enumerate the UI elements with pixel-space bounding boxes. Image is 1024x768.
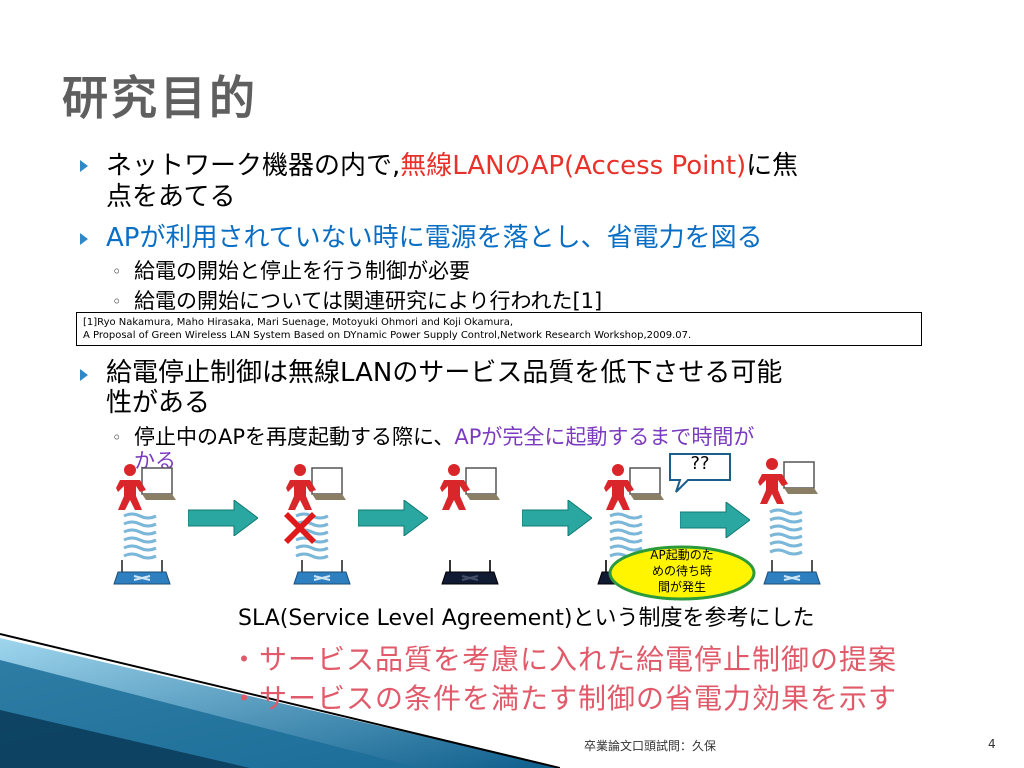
bullet-arrow-icon [80, 160, 88, 172]
proposal-2: ・サービスの条件を満たす制御の省電力効果を示す [230, 682, 898, 715]
callout-line-1: AP起動のた [650, 548, 714, 562]
bullet-2: APが利用されていない時に電源を落とし、省電力を図る [106, 223, 763, 253]
user-icon [758, 456, 818, 506]
access-point-off-icon [440, 558, 500, 588]
reference-line-2: A Proposal of Green Wireless LAN System … [83, 330, 692, 341]
ring-bullet-icon: ◦ [112, 292, 122, 311]
sub-bullet-3: 停止中のAPを再度起動する際に、APが完全に起動するまで時間が [134, 424, 954, 450]
speech-bubble-text: ?? [690, 453, 710, 474]
page-number: 4 [988, 737, 996, 751]
arrow-right-icon [680, 502, 750, 538]
bullet-arrow-icon [80, 233, 88, 245]
decorative-swoosh [0, 633, 560, 768]
bullet-arrow-icon [80, 369, 88, 381]
wait-time-callout: AP起動のた めの待ち時 間が発生 [607, 545, 757, 601]
cross-icon [284, 512, 316, 544]
bullet-3: 給電停止制御は無線LANのサービス品質を低下させる可能 [106, 358, 783, 388]
arrow-right-icon [358, 500, 428, 536]
access-point-icon [292, 558, 352, 588]
reference-box: [1]Ryo Nakamura, Maho Hirasaka, Mari Sue… [76, 312, 922, 346]
user-icon [604, 462, 664, 512]
page-title: 研究目的 [62, 71, 258, 125]
wireless-signal-icon [120, 512, 160, 562]
bullet-1-highlight: 無線LANのAP(Access Point) [400, 151, 747, 181]
bullet-1-post: に焦 [746, 151, 799, 181]
sub-bullet-1: 給電の開始と停止を行う制御が必要 [134, 259, 470, 283]
sub-bullet-3-text: 停止中のAPを再度起動する際に、 [134, 425, 455, 449]
ring-bullet-icon: ◦ [112, 428, 122, 447]
callout-shape [608, 545, 756, 601]
user-icon [286, 462, 346, 512]
user-icon [116, 462, 176, 512]
callout-line-2: めの待ち時 [651, 564, 712, 578]
reference-line-1: [1]Ryo Nakamura, Maho Hirasaka, Mari Sue… [83, 317, 514, 328]
arrow-right-icon [522, 500, 592, 536]
bullet-3-line2: 性がある [106, 388, 211, 418]
bullet-1-line2: 点をあてる [106, 182, 236, 212]
ring-bullet-icon: ◦ [112, 262, 122, 281]
wireless-signal-icon [766, 508, 806, 558]
bullet-1: ネットワーク機器の内で,無線LANのAP(Access Point)に焦 [106, 151, 946, 182]
access-point-icon [762, 558, 822, 588]
user-icon [440, 462, 500, 512]
bullet-1-pre: ネットワーク機器の内で, [106, 151, 401, 181]
arrow-right-icon [188, 500, 258, 536]
footer-text: 卒業論文口頭試問：久保 [584, 739, 717, 753]
sub-bullet-2: 給電の開始については関連研究により行われた[1] [134, 289, 603, 313]
speech-bubble-shape [669, 453, 731, 493]
sub-bullet-3-highlight: APが完全に起動するまで時間が [454, 425, 755, 449]
sla-note: SLA(Service Level Agreement)という制度を参考にした [238, 606, 815, 631]
access-point-icon [112, 558, 172, 588]
callout-line-3: 間が発生 [657, 580, 706, 594]
proposal-1: ・サービス品質を考慮に入れた給電停止制御の提案 [230, 643, 898, 676]
